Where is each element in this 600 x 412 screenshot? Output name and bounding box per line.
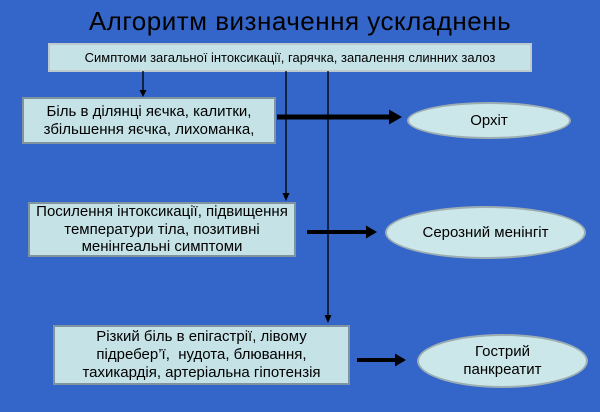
condition-text-pancreatitis: Різкий біль в епігастрії, лівому підребе… <box>82 328 321 381</box>
condition-box-pancreatitis: Різкий біль в епігастрії, лівому підребе… <box>53 325 350 385</box>
condition-text-meningitis: Посилення інтоксикації, підвищення темпе… <box>36 202 288 256</box>
condition-box-orchitis: Біль в ділянці яєчка, калитки, збільшенн… <box>22 97 276 144</box>
symptom-root-text: Симптоми загальної інтоксикації, гарячка… <box>84 49 496 65</box>
arrow-pancreatitis-condition-to-outcome <box>357 353 406 367</box>
condition-box-meningitis: Посилення інтоксикації, підвищення темпе… <box>28 202 296 257</box>
outcome-text-meningitis: Серозний менінгіт <box>422 223 549 241</box>
arrow-meningitis-condition-to-outcome <box>307 225 377 239</box>
arrow-orchitis-condition-to-outcome <box>277 109 402 125</box>
slide-title: Алгоритм визначення ускладнень <box>88 6 512 36</box>
arrow-root-to-meningitis-condition <box>282 71 290 201</box>
outcome-text-orchitis: Орхіт <box>470 111 508 129</box>
arrow-root-to-pancreatitis-condition <box>324 71 332 323</box>
outcome-ellipse-orchitis: Орхіт <box>407 102 571 139</box>
outcome-text-pancreatitis: Гострий панкреатит <box>463 343 542 378</box>
symptom-root-box: Симптоми загальної інтоксикації, гарячка… <box>48 43 532 72</box>
outcome-ellipse-meningitis: Серозний менінгіт <box>385 206 586 259</box>
arrow-root-to-orchitis-condition <box>139 71 147 97</box>
condition-text-orchitis: Біль в ділянці яєчка, калитки, збільшенн… <box>43 102 255 138</box>
outcome-ellipse-pancreatitis: Гострий панкреатит <box>417 334 588 388</box>
